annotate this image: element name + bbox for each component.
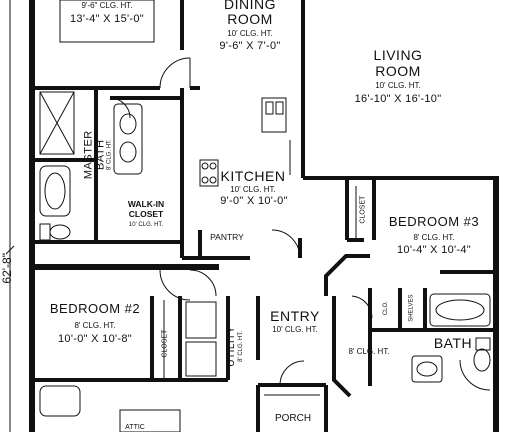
bedroom-3-ceiling: 8' CLG. HT. xyxy=(413,233,455,242)
master-bath-ceiling: 8' CLG. HT. xyxy=(106,139,113,171)
master-bedroom-size: 13'-4" X 15'-0" xyxy=(70,13,144,25)
kitchen-name: KITCHEN xyxy=(220,168,286,184)
living-room-size: 16'-10" X 16'-10" xyxy=(354,93,442,105)
angled-wall xyxy=(324,254,370,398)
dining-room-name-2: ROOM xyxy=(227,11,273,27)
doors xyxy=(109,57,491,391)
bedroom-2-ceiling: 8' CLG. HT. xyxy=(74,321,116,330)
small-closet-label: CLO. xyxy=(382,301,389,316)
hall-ceiling: 8' CLG. HT. xyxy=(348,347,390,356)
walk-in-closet-name-1: WALK-IN xyxy=(127,199,165,209)
living-room-ceiling: 10' CLG. HT. xyxy=(375,81,421,90)
exterior-walls xyxy=(29,0,499,432)
bedroom-2-closet-label: CLOSET xyxy=(161,329,169,358)
dining-room-size: 9'-6" X 7'-0" xyxy=(219,40,281,52)
living-room-name-2: ROOM xyxy=(375,63,421,79)
bedroom-2-size: 10'-0" X 10'-8" xyxy=(58,333,132,345)
master-bath-name-2: BATH xyxy=(93,139,106,170)
utility-label: UTILITY 8' CLG. HT. xyxy=(200,326,270,367)
utility-name: UTILITY xyxy=(225,326,237,367)
kitchen-ceiling: 10' CLG. HT. xyxy=(230,185,276,194)
overall-dimension-line xyxy=(5,0,15,432)
master-bath-name-1: MASTER xyxy=(82,130,95,180)
bedroom-2-name: BEDROOM #2 xyxy=(49,301,141,316)
bedroom-3-closet-label: CLOSET xyxy=(359,195,367,224)
entry-name: ENTRY xyxy=(270,308,320,324)
dining-room-ceiling: 10' CLG. HT. xyxy=(227,29,273,38)
living-room-name-1: LIVING xyxy=(373,47,423,63)
bedroom-3-name: BEDROOM #3 xyxy=(388,214,480,229)
bedroom-3-size: 10'-4" X 10'-4" xyxy=(397,244,471,256)
pantry-name: PANTRY xyxy=(210,232,244,242)
master-bath-label: MASTER BATH 8' CLG. HT. xyxy=(58,130,138,180)
fixtures xyxy=(39,0,491,432)
shelves-label: SHELVES xyxy=(408,294,415,322)
utility-ceiling: 8' CLG. HT. xyxy=(237,330,244,362)
walk-in-closet-name-2: CLOSET xyxy=(128,209,164,219)
master-bedroom-ceiling: 9'-6" CLG. HT. xyxy=(81,1,133,10)
kitchen-size: 9'-0" X 10'-0" xyxy=(220,195,288,207)
bath-name: BATH xyxy=(433,335,473,351)
walk-in-closet-ceiling: 10' CLG. HT. xyxy=(128,222,164,228)
porch-name: PORCH xyxy=(274,413,312,424)
dining-room-name-1: DINING xyxy=(224,0,276,12)
interior-walls xyxy=(29,0,499,432)
attic-name: ATTIC xyxy=(125,424,145,431)
entry-ceiling: 10' CLG. HT. xyxy=(272,325,318,334)
overall-dimension-label: 62'-8" xyxy=(0,253,14,284)
